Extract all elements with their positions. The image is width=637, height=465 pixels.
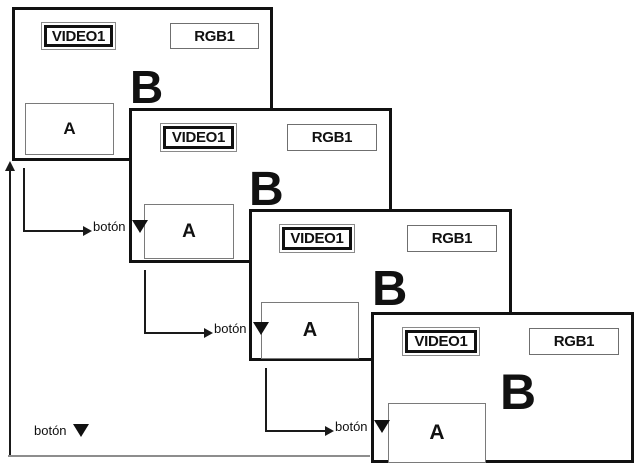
return-arrow-arrowhead-icon (5, 161, 15, 171)
screen-panel-1[interactable]: VIDEO1 RGB1 A B (12, 7, 273, 161)
preview-window-a-4[interactable]: A (388, 403, 486, 463)
preview-window-a-2[interactable]: A (144, 204, 234, 259)
rgb1-label: RGB1 (431, 230, 473, 247)
video1-label: VIDEO1 (414, 333, 468, 350)
boton-label-2: botón (214, 321, 269, 336)
connector-3-vertical-line (265, 368, 267, 430)
video1-inner-frame: VIDEO1 (44, 25, 113, 47)
triangle-down-icon (252, 322, 269, 335)
preview-window-a-3[interactable]: A (261, 302, 359, 359)
screen-panel-4[interactable]: VIDEO1 RGB1 A B (371, 312, 634, 463)
video1-inner-frame: VIDEO1 (282, 227, 352, 250)
marker-b-4: B (500, 364, 536, 420)
triangle-down-icon (131, 220, 148, 233)
rgb1-label: RGB1 (553, 333, 595, 350)
preview-a-label: A (63, 119, 76, 138)
triangle-down-icon (72, 424, 89, 437)
video1-label: VIDEO1 (171, 129, 226, 146)
boton-text: botón (214, 321, 247, 336)
boton-label-1: botón (93, 219, 148, 234)
boton-text: botón (335, 419, 368, 434)
video1-inner-frame: VIDEO1 (405, 330, 477, 353)
video1-selector-4[interactable]: VIDEO1 (402, 327, 480, 356)
video1-selector-2[interactable]: VIDEO1 (160, 123, 237, 152)
connector-1-vertical-line (23, 168, 25, 230)
rgb1-selector-2[interactable]: RGB1 (287, 124, 377, 151)
connector-2-arrowhead-icon (204, 328, 213, 338)
connector-3-horizontal-line (265, 430, 325, 432)
triangle-down-icon (373, 420, 390, 433)
preview-a-label: A (182, 220, 196, 242)
video1-selector-1[interactable]: VIDEO1 (41, 22, 116, 50)
connector-1-horizontal-line (23, 230, 83, 232)
marker-b-3: B (372, 262, 407, 316)
preview-a-label: A (429, 421, 445, 444)
rgb1-selector-4[interactable]: RGB1 (529, 328, 619, 355)
marker-b-2: B (249, 163, 284, 216)
video1-label: VIDEO1 (51, 27, 106, 45)
connector-2-vertical-line (144, 270, 146, 332)
preview-a-label: A (302, 319, 318, 341)
connector-2-horizontal-line (144, 332, 204, 334)
rgb1-label: RGB1 (311, 129, 353, 146)
video1-selector-3[interactable]: VIDEO1 (279, 224, 355, 253)
connector-3-arrowhead-icon (325, 426, 334, 436)
boton-label-return: botón (34, 423, 89, 438)
preview-window-a-1[interactable]: A (25, 103, 114, 155)
rgb1-selector-1[interactable]: RGB1 (170, 23, 259, 49)
marker-b-1: B (130, 61, 163, 113)
return-arrow-baseline (8, 455, 370, 457)
rgb1-selector-3[interactable]: RGB1 (407, 225, 497, 252)
video1-label: VIDEO1 (290, 230, 344, 247)
connector-1-arrowhead-icon (83, 226, 92, 236)
rgb1-label: RGB1 (194, 27, 235, 45)
return-arrow-vertical-line (9, 170, 11, 455)
video1-inner-frame: VIDEO1 (163, 126, 234, 149)
boton-text: botón (93, 219, 126, 234)
boton-label-3: botón (335, 419, 390, 434)
boton-text: botón (34, 423, 67, 438)
